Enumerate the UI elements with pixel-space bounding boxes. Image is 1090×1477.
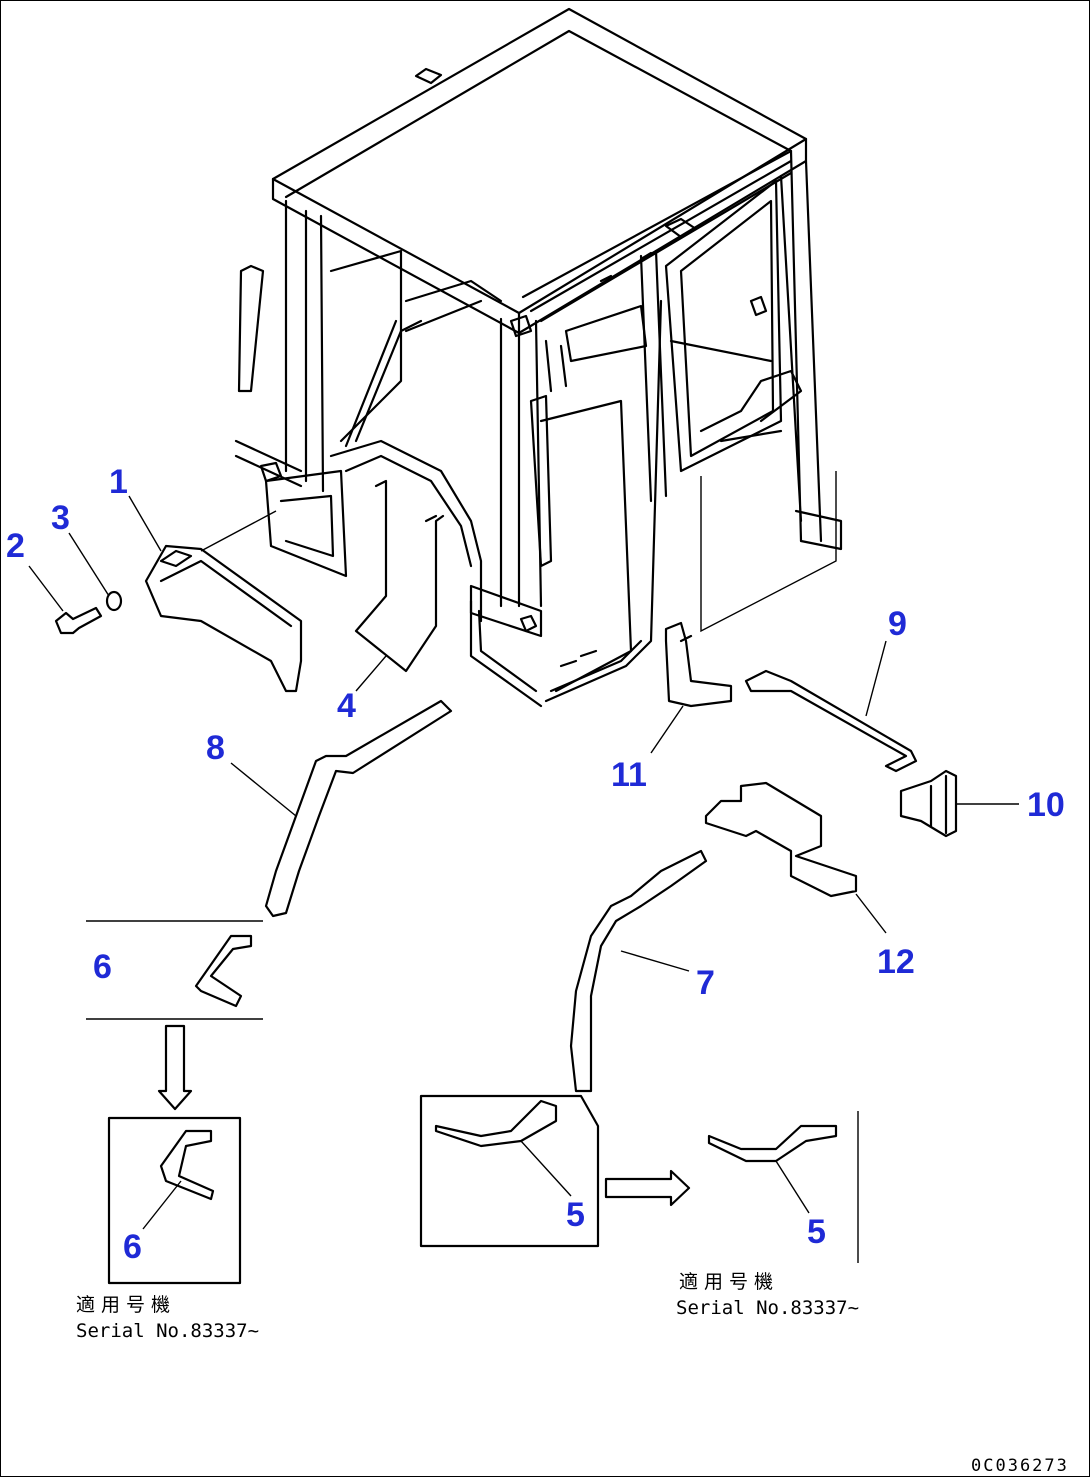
part-2-bolt: [54, 606, 103, 635]
left-note-jp: 適用号機: [76, 1294, 176, 1316]
right-note-serial: Serial No.83337~: [676, 1297, 859, 1319]
drawing-code: 0C036273: [971, 1456, 1069, 1476]
part-5-new: [707, 1111, 859, 1263]
callout-10: 10: [1027, 786, 1065, 824]
cab-frame: [234, 7, 843, 708]
part-12-bracket: [704, 781, 858, 898]
part-6-bracket-old: [86, 920, 263, 1020]
callout-12: 12: [877, 943, 915, 981]
part-11-bracket: [664, 621, 733, 708]
part-8-bracket: [264, 699, 453, 918]
rear-fender-part: [329, 439, 483, 673]
arrow-right: [604, 1169, 691, 1207]
callout-3: 3: [51, 499, 70, 537]
part-9-bar: [744, 669, 918, 773]
left-note-serial: Serial No.83337~: [76, 1320, 259, 1342]
callout-11: 11: [611, 756, 647, 794]
callout-8: 8: [206, 729, 225, 767]
arrow-down: [157, 1024, 193, 1111]
callout-labels: 1 2 3 4 8 9 11 10 12 7 6 6 5 5: [6, 463, 1065, 1266]
callout-4: 4: [337, 687, 356, 725]
right-note-jp: 適用号機: [679, 1271, 779, 1293]
part-5-old-box: [419, 1094, 600, 1248]
callout-9: 9: [888, 605, 907, 643]
callout-5a: 5: [566, 1196, 585, 1234]
part-10-bracket: [899, 769, 958, 838]
part-3-washer: [105, 590, 123, 612]
leader-lines: [28, 495, 1019, 1230]
callout-6a: 6: [93, 948, 112, 986]
part-1-step: [144, 510, 303, 693]
callout-6b: 6: [123, 1228, 142, 1266]
callout-5b: 5: [807, 1213, 826, 1251]
serial-notes: 適用号機 Serial No.83337~ 適用号機 Serial No.833…: [76, 1271, 859, 1342]
callout-1: 1: [109, 463, 128, 501]
part-7-strip: [569, 849, 708, 1093]
callout-2: 2: [6, 527, 25, 565]
callout-7: 7: [696, 964, 715, 1002]
part-6-bracket-new-box: [107, 1116, 242, 1285]
